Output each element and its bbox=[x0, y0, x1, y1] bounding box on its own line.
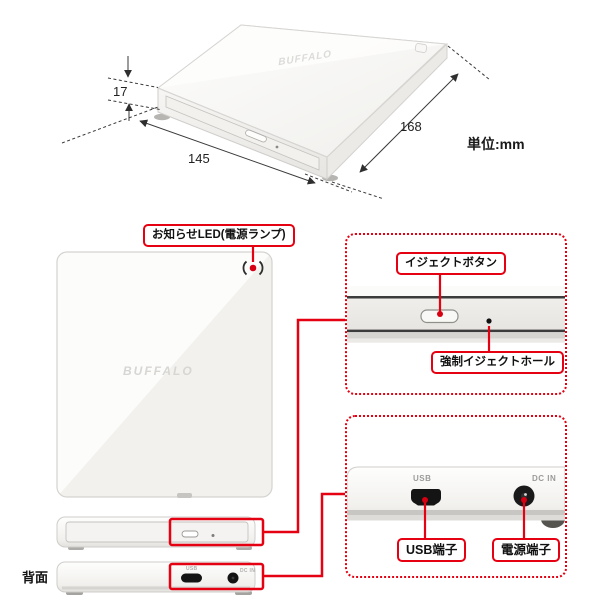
device-top-view bbox=[56, 251, 273, 498]
front-highlight-box bbox=[168, 517, 265, 547]
dimension-width: 145 bbox=[188, 151, 210, 166]
power-terminal-label: 電源端子 bbox=[492, 538, 561, 563]
unit-label: 単位:mm bbox=[467, 136, 525, 152]
front-closeup bbox=[347, 286, 565, 343]
led-indicator bbox=[242, 260, 264, 276]
rear-highlight-box bbox=[168, 562, 265, 591]
dcin-port-label: DC IN bbox=[532, 474, 557, 483]
rear-closeup bbox=[347, 466, 565, 528]
dimension-height: 17 bbox=[113, 84, 128, 99]
usb-terminal-label: USB端子 bbox=[397, 538, 467, 563]
eject-button-label: イジェクトボタン bbox=[396, 252, 506, 275]
force-eject-hole bbox=[486, 318, 492, 324]
force-eject-hole-label: 強制イジェクトホール bbox=[431, 351, 564, 374]
callout-lines bbox=[168, 247, 526, 591]
rear-view-usb-label: USB bbox=[186, 566, 198, 572]
usb-port-label: USB bbox=[413, 474, 432, 483]
brand-logo-top: BUFFALO bbox=[123, 364, 194, 378]
device-front-view bbox=[56, 516, 256, 550]
rear-view-label: 背面 bbox=[22, 570, 49, 585]
dimension-depth: 168 bbox=[400, 119, 422, 134]
dimension-lines bbox=[61, 45, 491, 200]
led-callout-label: お知らせLED(電源ランプ) bbox=[143, 224, 295, 247]
rear-view-dcin-label: DC IN bbox=[240, 568, 256, 574]
callout-dots bbox=[422, 311, 527, 503]
